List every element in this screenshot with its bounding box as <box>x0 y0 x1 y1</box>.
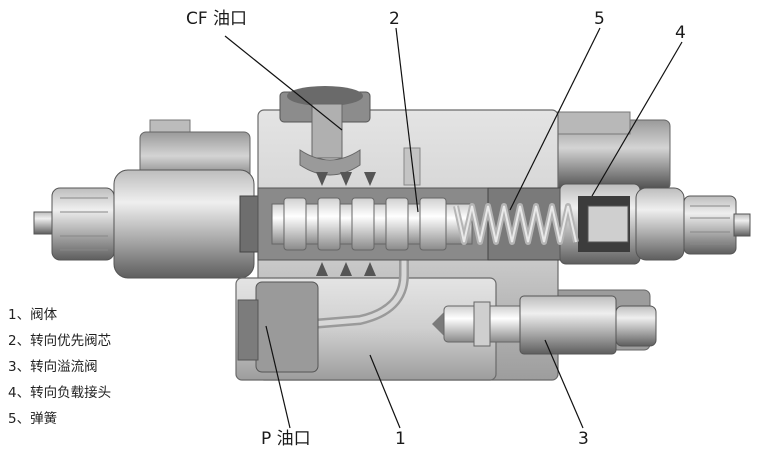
callout-4: 4 <box>675 23 686 43</box>
callout-1: 1 <box>395 429 406 449</box>
p-port-label: P 油口 <box>261 429 311 449</box>
legend-item: 4、转向负载接头 <box>8 385 112 401</box>
legend-item: 3、转向溢流阀 <box>8 359 98 375</box>
callout-2: 2 <box>389 9 400 29</box>
spring <box>453 203 579 245</box>
callout-3: 3 <box>578 429 589 449</box>
relief-valve <box>432 295 657 355</box>
legend-item: 5、弹簧 <box>8 411 58 427</box>
cf-port-label: CF 油口 <box>186 9 248 29</box>
priority-spool <box>271 197 473 251</box>
left-actuator <box>33 169 271 279</box>
legend-item: 1、阀体 <box>8 307 58 323</box>
callout-5: 5 <box>594 9 605 29</box>
legend-item: 2、转向优先阀芯 <box>8 333 112 349</box>
load-sensing-fitting <box>635 187 751 261</box>
leader-lines <box>224 27 683 429</box>
parts-legend: 1、阀体 2、转向优先阀芯 3、转向溢流阀 4、转向负载接头 5、弹簧 <box>8 302 111 432</box>
